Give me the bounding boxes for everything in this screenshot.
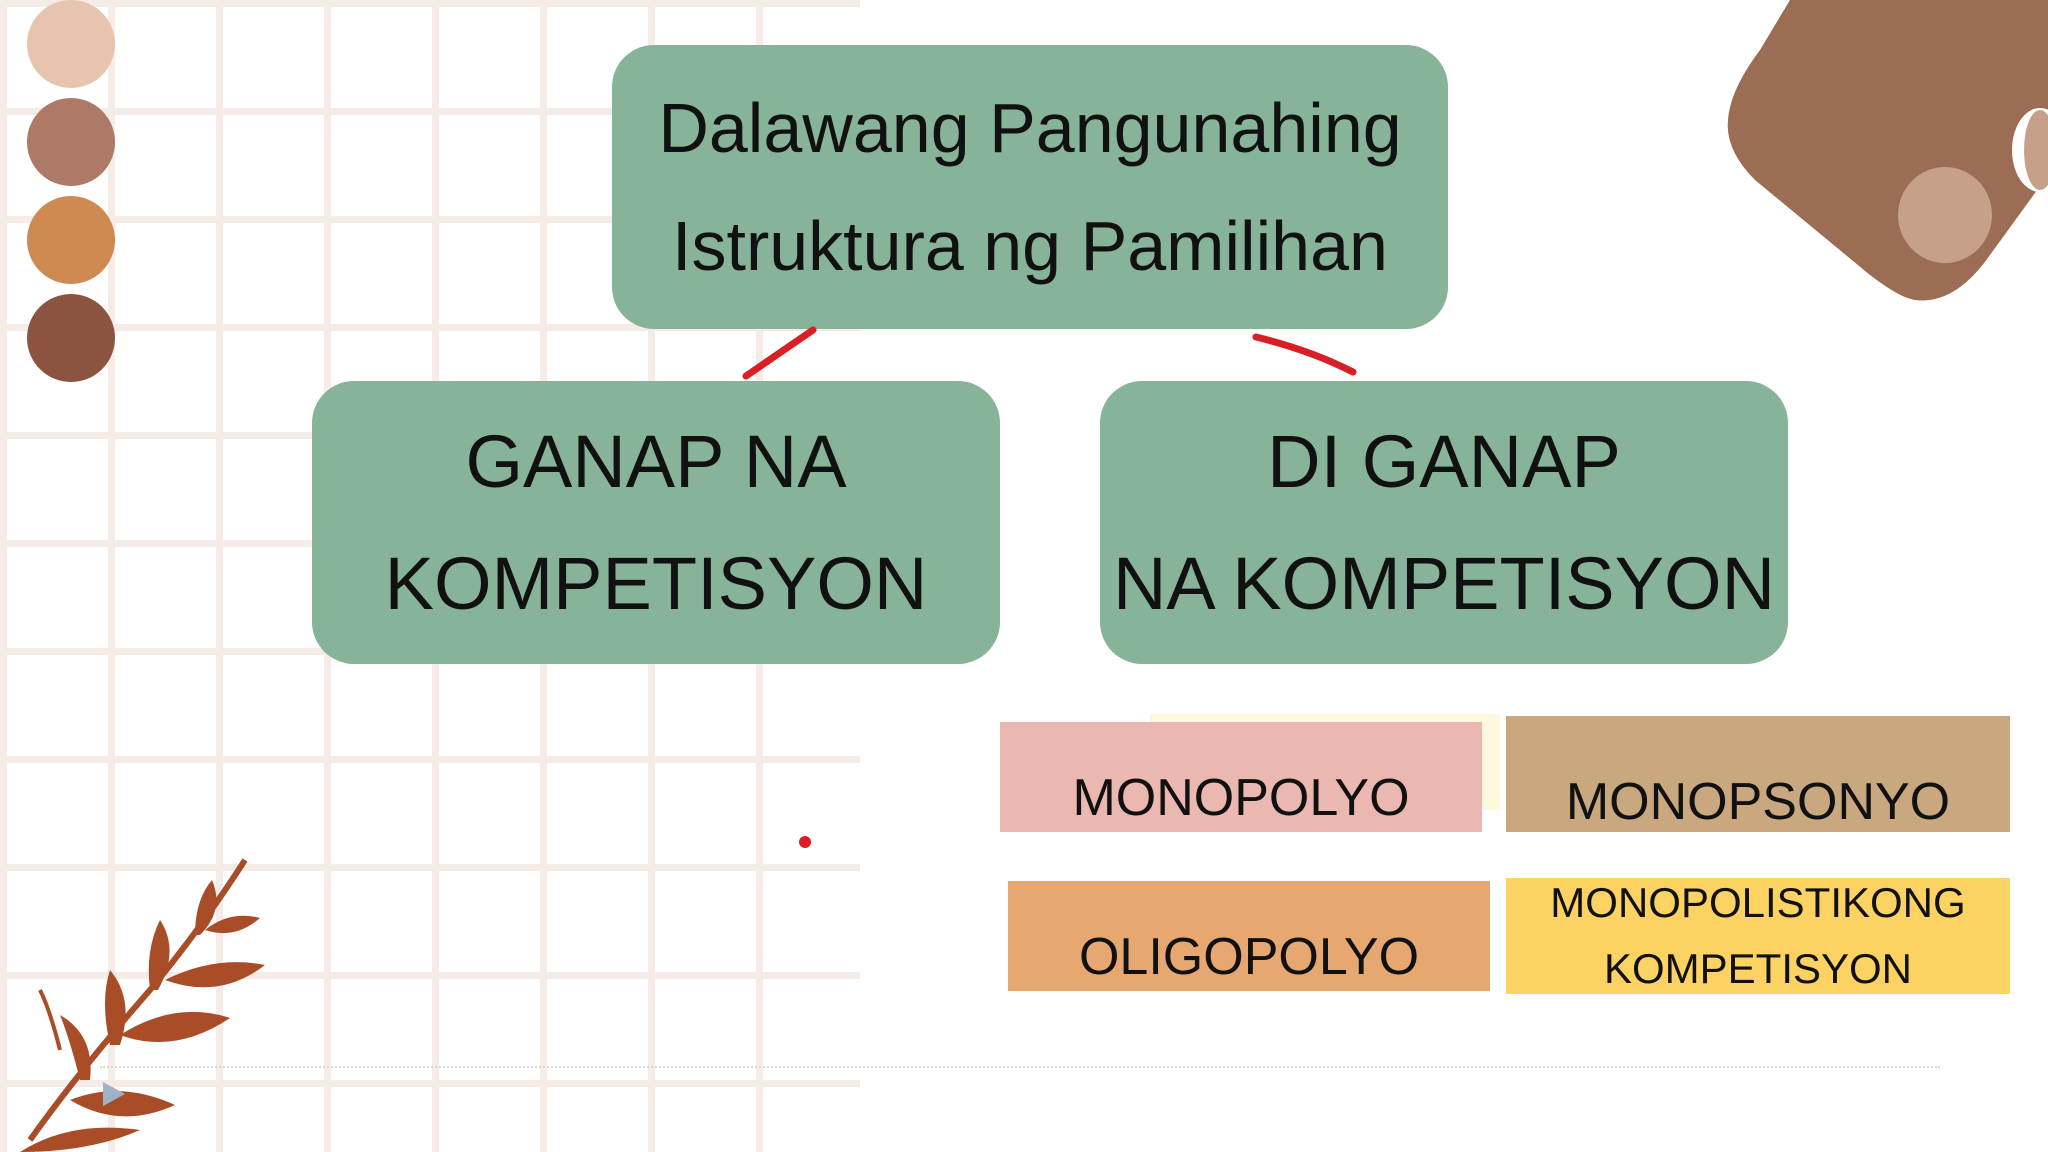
oligopolyo-tag: OLIGOPOLYO	[1008, 881, 1490, 991]
palette-dot-1	[27, 0, 115, 88]
ganap-na-kompetisyon-box: GANAP NA KOMPETISYON	[312, 381, 1000, 664]
monopsonyo-label: MONOPSONYO	[1565, 773, 1951, 831]
monopolistikong-kompetisyon-tag: MONOPOLISTIKONG KOMPETISYON	[1506, 878, 2010, 994]
palette-dot-3	[27, 196, 115, 284]
title-line-2: Istruktura ng Pamilihan	[672, 207, 1388, 285]
decorative-blob	[1727, 0, 2048, 301]
title-box: Dalawang Pangunahing Istruktura ng Pamil…	[612, 45, 1448, 329]
monopolyo-tag: MONOPOLYO	[1000, 722, 1482, 832]
monopsonyo-tag: MONOPSONYO	[1506, 716, 2010, 832]
monopolistikong-line-1: MONOPOLISTIKONG	[1550, 879, 1966, 926]
monopolyo-label: MONOPOLYO	[1072, 769, 1410, 827]
play-triangle-icon	[103, 1082, 125, 1106]
dotted-divider	[100, 1066, 1940, 1068]
right-box-line-1: DI GANAP	[1267, 419, 1621, 503]
leaf-branch-decoration	[20, 858, 265, 1152]
palette-dot-4	[27, 294, 115, 382]
monopolistikong-line-2: KOMPETISYON	[1603, 945, 1913, 992]
left-box-line-1: GANAP NA	[465, 419, 847, 503]
palette-dot-2	[27, 98, 115, 186]
oligopolyo-label: OLIGOPOLYO	[1078, 928, 1420, 986]
title-line-1: Dalawang Pangunahing	[658, 89, 1402, 167]
di-ganap-na-kompetisyon-box: DI GANAP NA KOMPETISYON	[1100, 381, 1788, 664]
right-box-line-2: NA KOMPETISYON	[1112, 541, 1776, 625]
left-box-line-2: KOMPETISYON	[384, 541, 928, 625]
